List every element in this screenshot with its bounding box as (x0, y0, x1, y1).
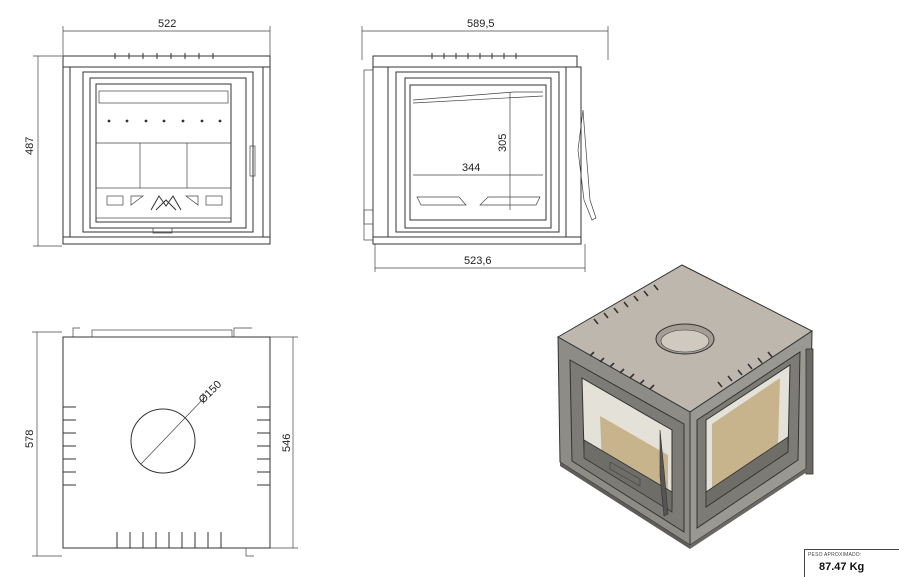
front-width-label: 522 (158, 18, 176, 30)
weight-label: PESO APROXIMADO: (808, 552, 862, 558)
air-holes (107, 119, 222, 123)
top-height-label: 578 (24, 430, 36, 448)
side-inner-height-label: 305 (497, 134, 509, 152)
flue-diameter-label: Ø150 (197, 379, 225, 407)
front-height-label: 487 (24, 137, 36, 155)
weight-box: PESO APROXIMADO: 87.47 Kg (804, 549, 899, 577)
front-view: 522 487 (24, 18, 271, 247)
side-inner-width-label: 344 (462, 162, 480, 174)
side-view: 589,5 305 344 523,6 (361, 18, 609, 272)
top-inner-height-label: 546 (281, 434, 293, 452)
weight-value: 87.47 Kg (819, 561, 865, 573)
side-width-label: 589,5 (467, 18, 495, 30)
top-view: 578 Ø150 546 (24, 327, 298, 557)
side-base-width-label: 523,6 (464, 255, 492, 267)
left-vents (63, 406, 76, 486)
brand-logo-icon (150, 195, 182, 211)
top-vents-front (114, 53, 214, 59)
top-vents-iso (589, 284, 773, 390)
isometric-view (556, 264, 814, 549)
flue-outlet (130, 408, 196, 474)
bottom-vents (116, 532, 222, 548)
top-vents-side (431, 53, 517, 59)
right-vents (257, 406, 270, 486)
